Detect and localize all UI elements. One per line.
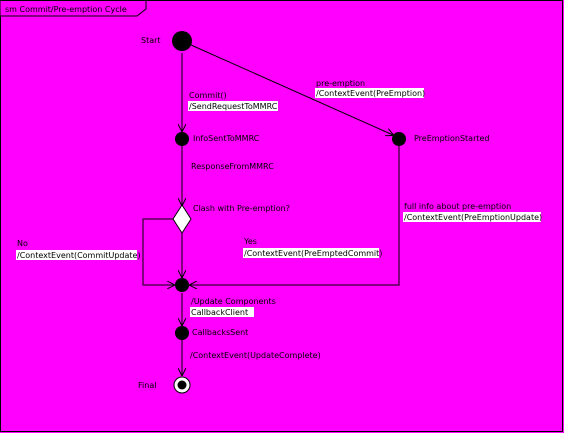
label-callback-client: CallbackClient xyxy=(191,308,248,317)
label-infosent: InfoSentToMMRC xyxy=(193,134,260,143)
label-update-complete: /ContextEvent(UpdateComplete) xyxy=(190,351,321,360)
state-infosent[interactable] xyxy=(175,132,189,146)
label-callbacks-sent: CallbacksSent xyxy=(192,328,248,337)
decision-node[interactable] xyxy=(172,204,192,234)
edge-start-to-preemption xyxy=(190,44,393,135)
edge-preemption-to-merge xyxy=(190,145,400,285)
label-preemption-started: PreEmptionStarted xyxy=(414,134,490,143)
label-start: Start xyxy=(141,36,161,45)
label-bg xyxy=(243,248,379,258)
merge-node[interactable] xyxy=(175,278,189,292)
label-preemption-trigger: pre-emption xyxy=(316,79,365,88)
label-bg xyxy=(315,88,424,98)
label-decision: Clash with Pre-emption? xyxy=(193,204,290,213)
label-update-components: /Update Components xyxy=(191,297,276,306)
label-no-guard: No xyxy=(17,239,28,248)
label-bg xyxy=(403,212,541,222)
label-yes-guard: Yes xyxy=(243,237,257,246)
label-bg xyxy=(16,250,137,260)
label-full-info: full info about pre-emption xyxy=(404,202,511,211)
label-commit-action: /SendRequestToMMRC xyxy=(189,102,278,111)
label-full-info-action: /ContextEvent(PreEmptionUpdate) xyxy=(404,213,542,222)
label-yes-action: /ContextEvent(PreEmptedCommit) xyxy=(244,249,382,258)
label-preemption-action: /ContextEvent(PreEmption) xyxy=(316,89,425,98)
label-response: ResponseFromMMRC xyxy=(191,162,274,171)
state-callbacks-sent[interactable] xyxy=(175,326,189,340)
initial-node[interactable] xyxy=(172,31,192,51)
diagram-title: sm Commit/Pre-emption Cycle xyxy=(5,5,127,14)
label-no-action: /ContextEvent(CommitUpdate) xyxy=(17,251,141,260)
state-preemption-started[interactable] xyxy=(392,132,406,146)
title-tab xyxy=(0,0,147,17)
label-final: Final xyxy=(138,381,156,390)
edge-decision-no xyxy=(142,218,174,285)
label-bg xyxy=(188,101,278,111)
label-commit-trigger: Commit() xyxy=(189,91,227,100)
label-bg xyxy=(190,307,254,317)
final-node-inner xyxy=(177,380,187,390)
